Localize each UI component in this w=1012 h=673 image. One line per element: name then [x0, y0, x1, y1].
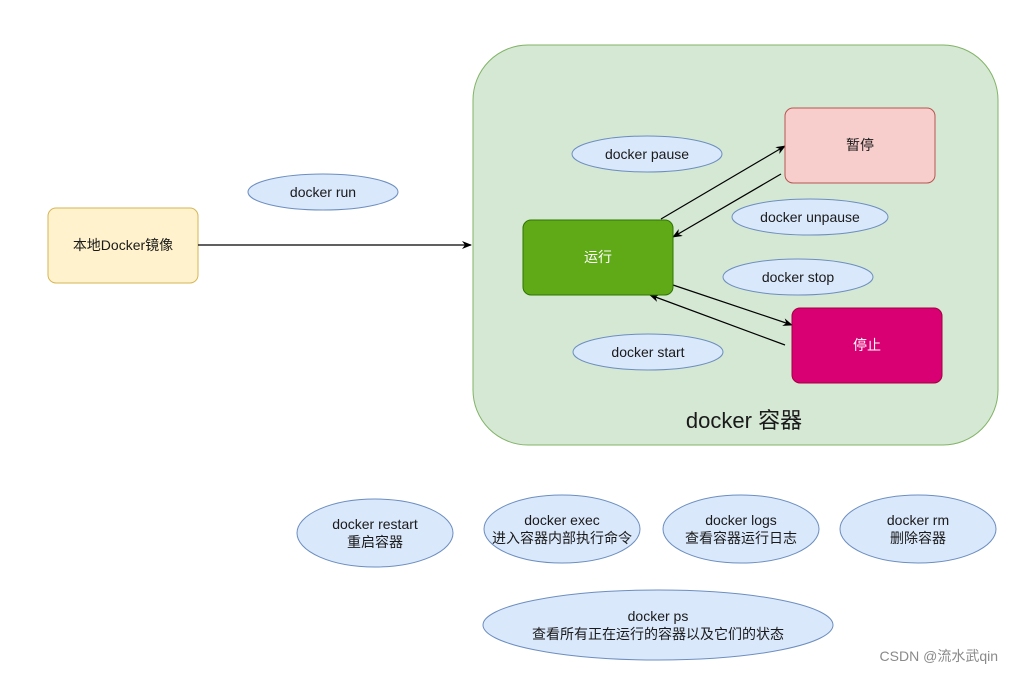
- running-state-node: 运行: [522, 219, 674, 296]
- command-logs-ellipse: [662, 494, 820, 564]
- command-ps: docker ps 查看所有正在运行的容器以及它们的状态: [482, 589, 834, 661]
- command-exec: docker exec 进入容器内部执行命令: [483, 494, 641, 564]
- command-exec-ellipse: [483, 494, 641, 564]
- command-rm: docker rm 删除容器: [839, 494, 997, 564]
- command-ps-desc: 查看所有正在运行的容器以及它们的状态: [532, 626, 784, 642]
- paused-state-label: 暂停: [846, 137, 874, 153]
- paused-state-node: 暂停: [784, 107, 936, 184]
- edge-label-stop-text: docker stop: [762, 269, 835, 285]
- command-rm-ellipse: [839, 494, 997, 564]
- command-logs-cmd: docker logs: [705, 512, 777, 528]
- pause-arrow: [660, 145, 786, 220]
- unpause-arrow: [672, 173, 782, 238]
- local-image-node: 本地Docker镜像: [47, 207, 199, 284]
- command-logs: docker logs 查看容器运行日志: [662, 494, 820, 564]
- command-logs-desc: 查看容器运行日志: [685, 530, 797, 546]
- edge-label-unpause: docker unpause: [731, 198, 889, 236]
- edge-label-start-ellipse: [572, 333, 724, 371]
- command-restart: docker restart 重启容器: [296, 498, 454, 568]
- csdn-watermark: CSDN @流水武qin: [880, 648, 998, 664]
- command-exec-desc: 进入容器内部执行命令: [492, 530, 632, 546]
- edge-label-run: docker run: [247, 173, 399, 211]
- edge-label-unpause-text: docker unpause: [760, 209, 860, 225]
- stopped-state-label: 停止: [853, 337, 881, 353]
- edge-label-unpause-ellipse: [731, 198, 889, 236]
- stopped-state-node: 停止: [791, 307, 943, 384]
- edge-label-run-ellipse: [247, 173, 399, 211]
- start-arrow: [649, 294, 786, 346]
- edge-label-start: docker start: [572, 333, 724, 371]
- command-restart-cmd: docker restart: [332, 516, 418, 532]
- edge-label-run-text: docker run: [290, 184, 356, 200]
- edge-label-pause-text: docker pause: [605, 146, 689, 162]
- edge-label-stop: docker stop: [722, 258, 874, 296]
- edge-label-stop-ellipse: [722, 258, 874, 296]
- command-ps-cmd: docker ps: [628, 608, 689, 624]
- command-exec-cmd: docker exec: [524, 512, 599, 528]
- running-state-box: [522, 219, 674, 296]
- running-state-label: 运行: [584, 249, 612, 265]
- container-title: docker 容器: [686, 408, 802, 433]
- command-ps-ellipse: [482, 589, 834, 661]
- paused-state-box: [784, 107, 936, 184]
- command-restart-ellipse: [296, 498, 454, 568]
- edge-label-pause-ellipse: [571, 135, 723, 173]
- command-restart-desc: 重启容器: [347, 534, 403, 550]
- command-rm-desc: 删除容器: [890, 530, 946, 546]
- local-image-label: 本地Docker镜像: [73, 237, 173, 253]
- edge-label-start-text: docker start: [611, 344, 684, 360]
- stopped-state-box: [791, 307, 943, 384]
- edge-label-pause: docker pause: [571, 135, 723, 173]
- stop-arrow: [672, 284, 793, 326]
- command-rm-cmd: docker rm: [887, 512, 949, 528]
